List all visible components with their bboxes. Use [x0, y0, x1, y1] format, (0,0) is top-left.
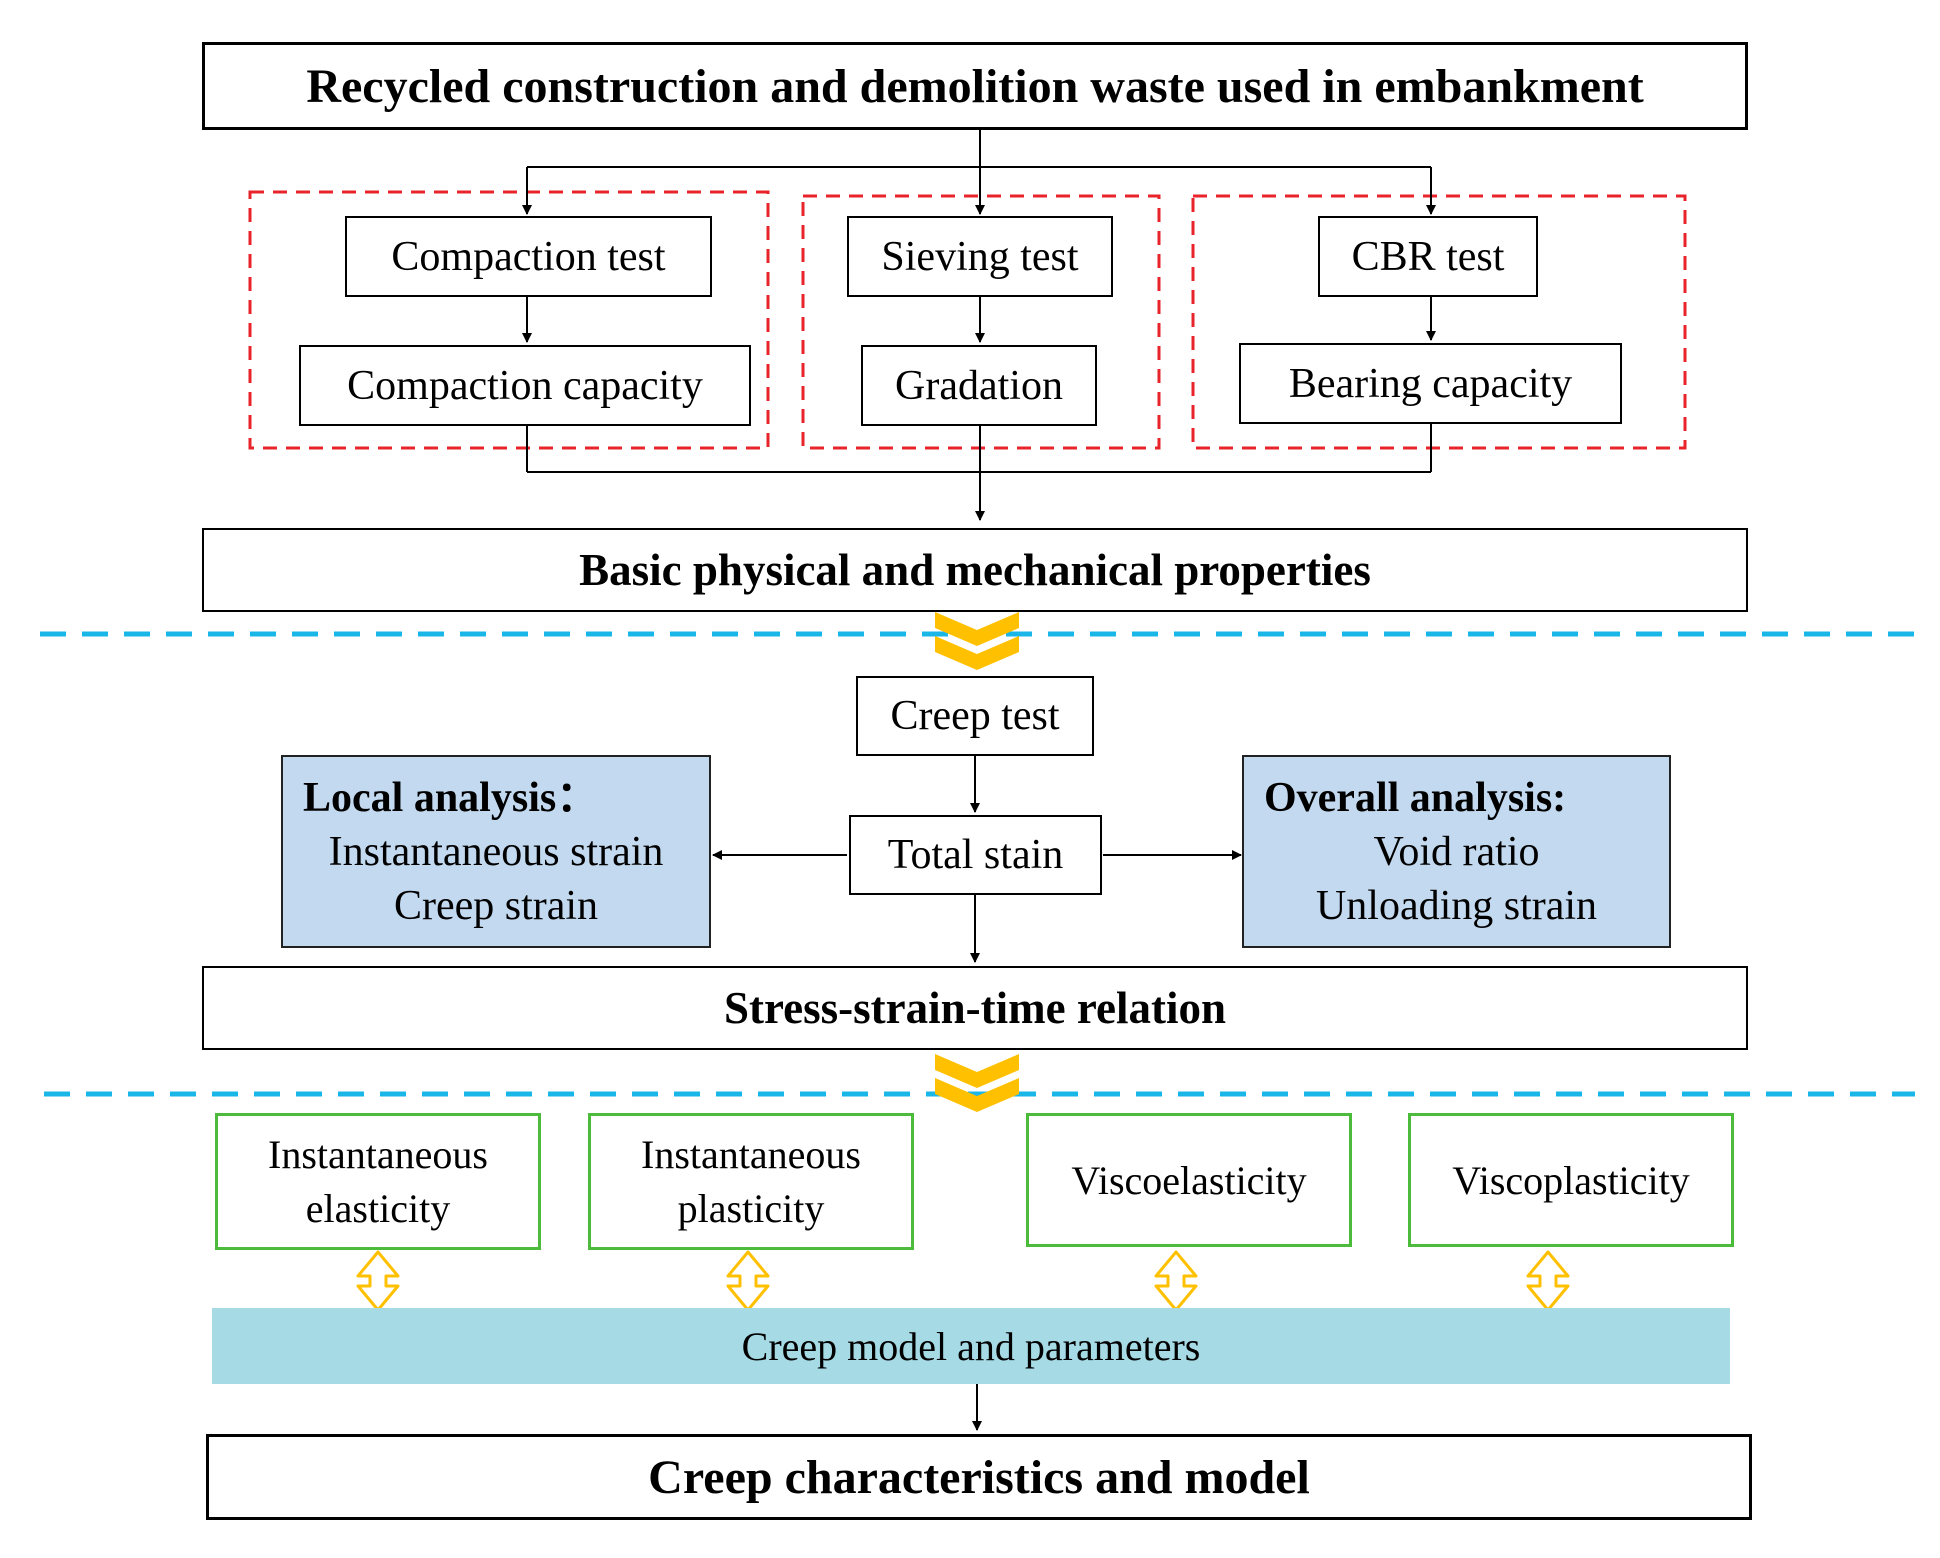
- test-to-result-arrows: [522, 297, 1436, 343]
- title-to-tests-connector: [522, 130, 1436, 215]
- viscoplasticity-box: Viscoplasticity: [1408, 1113, 1734, 1247]
- model-parameters-bar: Creep model and parameters: [212, 1308, 1730, 1384]
- double-arrow-icon: [356, 1250, 1570, 1312]
- gradation-box: Gradation: [861, 345, 1097, 426]
- compaction-capacity-box: Compaction capacity: [299, 345, 751, 426]
- local-analysis-box: Local analysis： Instantaneous strain Cre…: [281, 755, 711, 948]
- instantaneous-elasticity-box: Instantaneous elasticity: [215, 1113, 541, 1250]
- total-strain-box: Total stain: [849, 815, 1102, 895]
- local-analysis-heading: Local analysis：: [303, 774, 599, 821]
- creep-test-box: Creep test: [856, 676, 1094, 756]
- overall-analysis-item: Unloading strain: [1315, 882, 1598, 929]
- diagram-title: Recycled construction and demolition was…: [202, 42, 1748, 130]
- local-analysis-item: Creep strain: [393, 882, 599, 929]
- component-line: plasticity: [677, 1185, 825, 1231]
- overall-analysis-heading: Overall analysis:: [1264, 774, 1567, 821]
- creep-test-arrows: [712, 756, 1242, 963]
- chevron-down-icon: [935, 612, 1019, 670]
- compaction-test-box: Compaction test: [345, 216, 712, 297]
- group-frame-cbr: [1191, 194, 1687, 450]
- component-line: Instantaneous: [268, 1131, 488, 1177]
- final-box: Creep characteristics and model: [206, 1434, 1752, 1520]
- basic-properties-box: Basic physical and mechanical properties: [202, 528, 1748, 612]
- chevron-down-icon: [935, 1054, 1019, 1112]
- bearing-capacity-box: Bearing capacity: [1239, 343, 1622, 424]
- local-analysis-item: Instantaneous strain: [328, 828, 664, 875]
- relation-box: Stress-strain-time relation: [202, 966, 1748, 1050]
- group-frame-compaction: [248, 190, 770, 450]
- sieving-test-box: Sieving test: [847, 216, 1113, 297]
- component-line: elasticity: [305, 1185, 451, 1231]
- viscoelasticity-box: Viscoelasticity: [1026, 1113, 1352, 1247]
- overall-analysis-item: Void ratio: [1373, 828, 1540, 875]
- overall-analysis-box: Overall analysis: Void ratio Unloading s…: [1242, 755, 1671, 948]
- component-line: Instantaneous: [641, 1131, 861, 1177]
- results-to-basic-connector: [526, 424, 1432, 521]
- instantaneous-plasticity-box: Instantaneous plasticity: [588, 1113, 914, 1250]
- cbr-test-box: CBR test: [1318, 216, 1538, 297]
